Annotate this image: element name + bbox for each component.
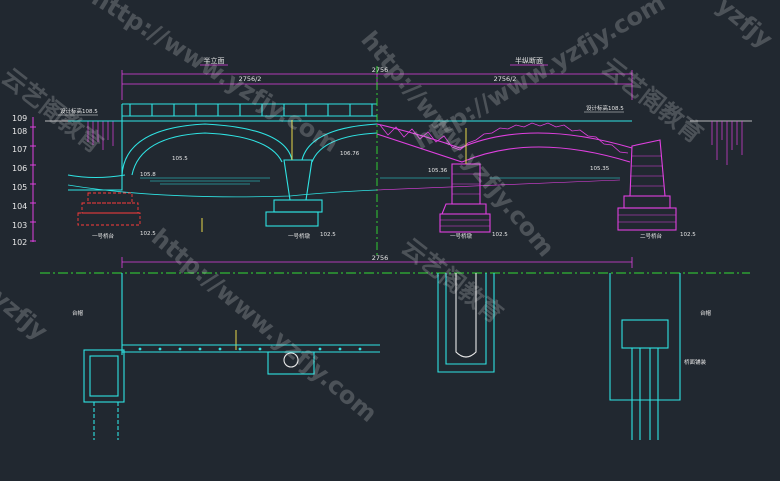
scale-label: 103 xyxy=(12,221,27,230)
watermarks: http://www.yzfjy.com http://www.yzfjy.co… xyxy=(0,0,778,428)
watermark-site: yzfjy xyxy=(711,0,778,54)
scale-label: 106 xyxy=(12,164,27,173)
scale-label: 104 xyxy=(12,202,27,211)
watermark-cn: 云艺阁教育 xyxy=(596,53,708,149)
right-half-dimension-text: 2756/2 xyxy=(494,75,517,83)
water-level-right1: 105.36 xyxy=(428,168,448,174)
plan-right-pier xyxy=(437,273,495,373)
water-level-center: 106.76 xyxy=(340,151,360,157)
plan-dimension-text: 2756 xyxy=(372,254,389,262)
design-level-left: 设计标高108.5 xyxy=(60,107,98,115)
scale-label: 109 xyxy=(12,114,27,123)
plan-label-note: 桥面铺装 xyxy=(684,358,707,366)
scale-label: 105 xyxy=(12,183,27,192)
plan-deck-dots xyxy=(138,347,362,351)
left-foundation xyxy=(77,192,141,226)
center-arch-outer xyxy=(301,123,378,161)
watermark-site: yzfjy xyxy=(0,283,53,346)
brick-hatch xyxy=(440,155,676,227)
ground-hatch-right xyxy=(690,120,752,165)
plan-right-abutment xyxy=(609,273,681,401)
water-level-mid: 105.5 xyxy=(172,156,188,162)
center-arch-inner xyxy=(311,132,378,163)
base-level-right1: 102.5 xyxy=(492,232,508,238)
arch-truss xyxy=(379,122,629,154)
right-arch-bottom xyxy=(376,133,631,163)
right-abutment xyxy=(629,139,666,197)
right-arch-top xyxy=(376,123,633,149)
left-section-title: 半立面 xyxy=(204,56,225,65)
foundation-label-right-mid: 一号桥墩 xyxy=(450,232,473,240)
foundation-label-left: 一号桥台 xyxy=(92,232,115,240)
base-level-mid: 102.5 xyxy=(320,232,336,238)
foundation-label-right: 二号桥台 xyxy=(640,232,663,240)
scale-label: 102 xyxy=(12,238,27,247)
railing-posts xyxy=(129,104,373,116)
base-level-left: 102.5 xyxy=(140,231,156,237)
level-markers xyxy=(201,120,467,350)
center-pier-cap xyxy=(273,199,323,213)
water-level-right2: 105.35 xyxy=(590,166,610,172)
watermark-url: http://www.yzfjy.com xyxy=(146,223,382,428)
plan-center-pier xyxy=(267,351,315,375)
left-arch-inner xyxy=(131,132,283,176)
plan-label-right: 台帽 xyxy=(700,309,712,317)
plan-label-left: 台帽 xyxy=(72,309,84,317)
left-elevation xyxy=(67,103,378,227)
left-abutment xyxy=(68,120,123,191)
watermark-url: http://www.yzfjy.com xyxy=(87,0,344,158)
base-level-right2: 102.5 xyxy=(680,232,696,238)
left-arch-outer xyxy=(121,123,293,176)
left-half-dimension-text: 2756/2 xyxy=(239,75,262,83)
watermark-cn: 云艺阁教育 xyxy=(396,233,508,329)
foundation-label-mid: 一号桥墩 xyxy=(288,232,311,240)
plan-view xyxy=(83,273,681,440)
scale-label: 107 xyxy=(12,145,27,154)
total-dimension-text: 2756 xyxy=(372,66,389,74)
water-level-left: 105.8 xyxy=(140,172,156,178)
elevation-scale: 109 108 107 106 105 104 103 102 xyxy=(12,114,36,247)
plan-left-abutment xyxy=(83,349,125,403)
design-level-right: 设计标高108.5 xyxy=(586,104,624,112)
center-pier-footing xyxy=(265,211,319,227)
right-section-title: 半纵断面 xyxy=(515,56,543,65)
scale-label: 108 xyxy=(12,127,27,136)
